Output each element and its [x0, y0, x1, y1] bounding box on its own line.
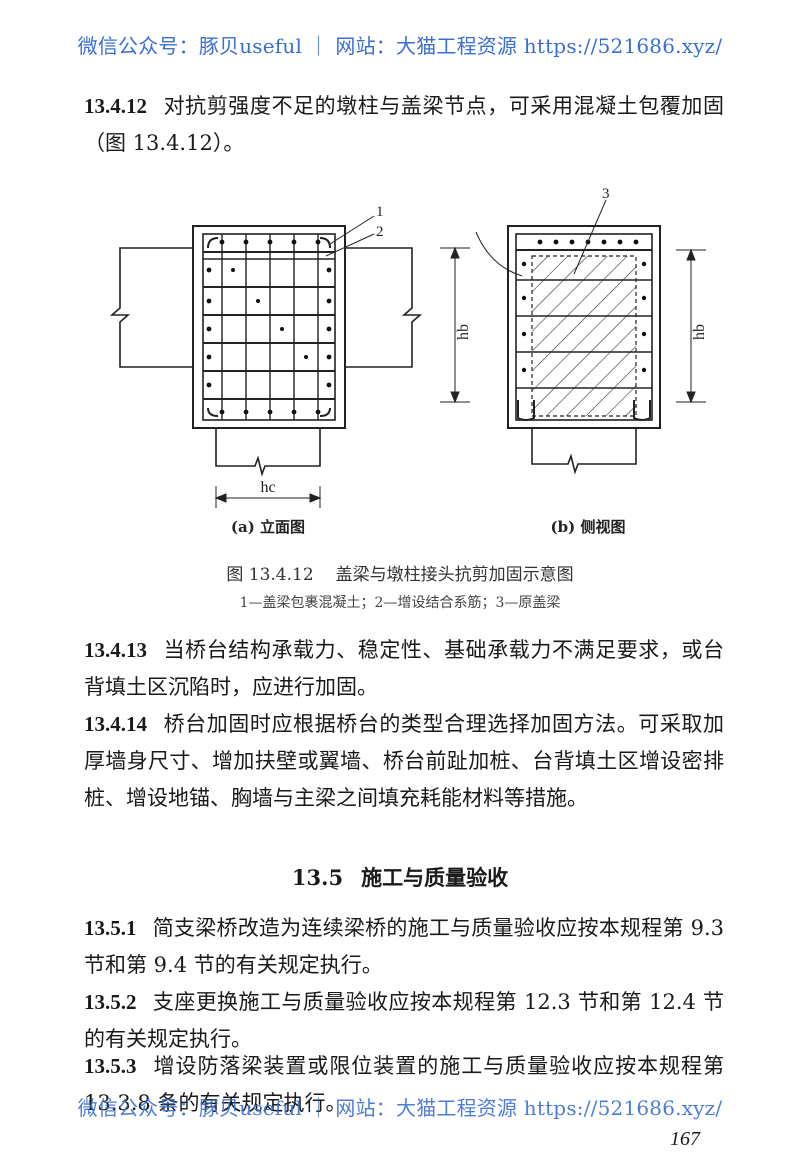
dim-hb-label-a: hb — [455, 324, 472, 340]
watermark-bottom: 微信公众号：豚贝useful ｜ 网站：大猫工程资源 https://52168… — [77, 1096, 723, 1120]
subcaption-a: (a) 立面图 — [231, 518, 305, 536]
callout-3-leader — [573, 199, 607, 275]
clause-number: 13.5.1 — [84, 916, 137, 940]
callout-1: 1 — [376, 204, 384, 220]
figure-legend: 1—盖梁包裹混凝土；2—增设结合系筋；3—原盖梁 — [239, 595, 561, 611]
figure-caption-number: 图 13.4.12 — [226, 565, 314, 585]
figure-caption: 图 13.4.12 盖梁与墩柱接头抗剪加固示意图 — [0, 560, 800, 585]
dimension-hb-elevation — [440, 246, 470, 404]
clause-text: 支座更换施工与质量验收应按本规程第 12.3 节和第 12.4 节的有关规定执行… — [84, 990, 724, 1051]
section-heading: 13.5 施工与质量验收 — [0, 862, 800, 892]
subcaption-b: (b) 侧视图 — [551, 518, 626, 536]
watermark-top: 微信公众号：豚贝useful ｜ 网站：大猫工程资源 https://52168… — [77, 34, 723, 58]
callout-3: 3 — [602, 186, 610, 202]
side-view — [475, 225, 661, 475]
clause-number: 13.4.14 — [84, 712, 147, 736]
callout-2: 2 — [376, 224, 384, 240]
dimension-hb-side — [676, 248, 706, 404]
callout-leaders-a — [325, 215, 375, 257]
page-number: 167 — [670, 1128, 700, 1150]
section-title-text: 施工与质量验收 — [361, 865, 509, 890]
figure-13-4-12: hb hc 1 2 3 — [109, 186, 708, 536]
elevation-view — [109, 225, 423, 477]
rebar-dots-elevation — [206, 239, 332, 415]
dimension-hc — [214, 486, 322, 508]
clause-text: 桥台加固时应根据桥台的类型合理选择加固方法。可采取加厚墙身尺寸、增加扶壁或翼墙、… — [84, 712, 724, 810]
figure-caption-title: 盖梁与墩柱接头抗剪加固示意图 — [335, 565, 574, 585]
clause-text: 对抗剪强度不足的墩柱与盖梁节点，可采用混凝土包覆加固（图 13.4.12）。 — [84, 94, 724, 155]
rebar-dots-side — [521, 239, 647, 373]
dim-hb-label-b: hb — [691, 324, 708, 340]
clause-number: 13.5.2 — [84, 990, 137, 1014]
clause-text: 当桥台结构承载力、稳定性、基础承载力不满足要求，或台背填土区沉陷时，应进行加固。 — [84, 638, 724, 699]
clause-number: 13.4.13 — [84, 638, 147, 662]
clause-number: 13.5.3 — [84, 1054, 137, 1078]
clause-text: 简支梁桥改造为连续梁桥的施工与质量验收应按本规程第 9.3 节和第 9.4 节的… — [84, 916, 724, 977]
section-number: 13.5 — [291, 865, 344, 890]
clause-number: 13.4.12 — [84, 94, 147, 118]
clause-text: 增设防落梁装置或限位装置的施工与质量验收应按本规程第 13.3.8 条的有关规定… — [84, 1054, 724, 1115]
dim-hc-label: hc — [260, 479, 275, 496]
